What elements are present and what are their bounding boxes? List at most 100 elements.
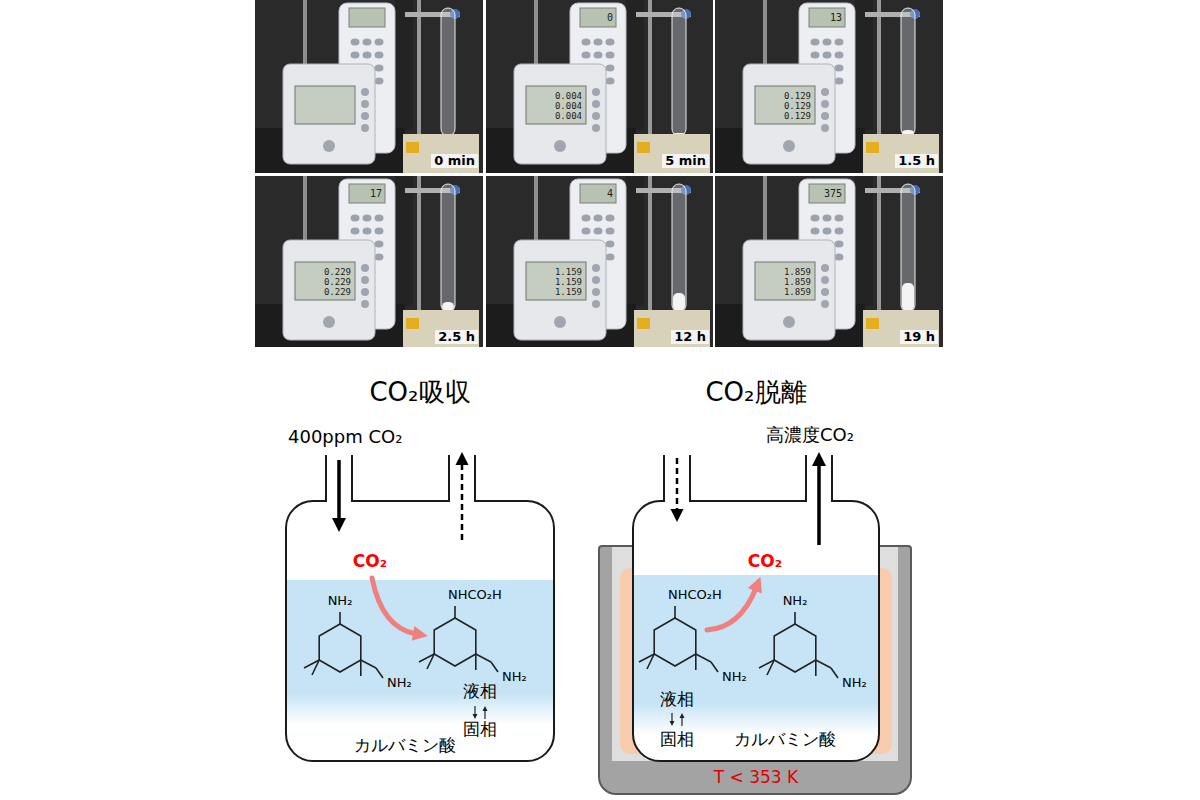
test-tube [901, 8, 915, 136]
meter-reading: 4 [607, 188, 613, 200]
bond-line [695, 654, 697, 670]
equilibrium-arrow [681, 717, 682, 726]
pipe-wall [351, 455, 353, 501]
equilibrium-arrowhead [483, 706, 488, 711]
reaction-arrow [372, 578, 416, 634]
meter-button [811, 52, 820, 59]
logger-button [821, 124, 829, 132]
bond-line [767, 660, 774, 675]
logger-button [361, 276, 369, 284]
meter-display [349, 8, 385, 27]
bond-line [831, 668, 838, 678]
cloth-fold [855, 0, 873, 130]
meter-button [835, 254, 844, 261]
meter-button [375, 78, 384, 85]
meter-button [594, 215, 603, 222]
ring-bond [654, 618, 696, 666]
logger-button [592, 300, 600, 308]
meter-reading: 17 [370, 188, 382, 200]
meter-button [606, 65, 615, 72]
clamp-rod [648, 176, 652, 316]
lcd-reading: 0.229 [324, 267, 351, 277]
ring-bond [319, 624, 361, 672]
clamp-rod [417, 0, 421, 140]
equilibrium-arrowhead [473, 714, 478, 719]
meter-button [351, 228, 360, 235]
cloth-fold [395, 176, 413, 306]
lcd-reading: 1.159 [555, 267, 582, 277]
lcd-reading: 1.859 [784, 277, 811, 287]
compound-label: カルバミン酸 [354, 736, 456, 756]
stir-plate [863, 310, 939, 347]
lcd-reading: 0.129 [784, 101, 811, 111]
gas-outlet-arrowhead [456, 452, 469, 465]
meter-button [363, 228, 372, 235]
stir-plate [403, 134, 479, 173]
meter-button [375, 215, 384, 222]
photo-background [715, 0, 943, 173]
gas-inlet-arrowhead [332, 518, 346, 532]
logger-button [592, 264, 600, 272]
bond-line [454, 606, 456, 618]
phase-label: 固相 [463, 720, 497, 740]
logger-button [361, 124, 369, 132]
clamp-rod [877, 0, 881, 140]
meter-button [363, 52, 372, 59]
equilibrium-arrow [484, 710, 485, 719]
logger-button [323, 140, 335, 152]
meter-button [823, 39, 832, 46]
photo-background [486, 0, 713, 173]
group-label: NH₂ [502, 670, 527, 685]
meter-button [594, 52, 603, 59]
meter-display [349, 184, 385, 203]
warning-sticker [406, 318, 419, 329]
pipe-wall [663, 455, 665, 501]
photo-panel [486, 0, 713, 173]
logger-button [592, 100, 600, 108]
meter-button [582, 39, 591, 46]
logger-button [361, 264, 369, 272]
bond-line [312, 660, 319, 675]
meter-button [835, 65, 844, 72]
warning-sticker [637, 318, 650, 329]
time-label: 2.5 h [435, 330, 478, 345]
meter-button [606, 52, 615, 59]
bond-line [475, 654, 477, 670]
meter-button [582, 52, 591, 59]
phase-label: 液相 [660, 690, 694, 710]
absorption-vessel: CO₂吸収液相 [285, 500, 555, 762]
meter-button [375, 241, 384, 248]
bond-line [491, 662, 498, 672]
vessel-pipes [270, 440, 570, 570]
logger-button [821, 112, 829, 120]
meter-reading: 375 [824, 188, 842, 200]
phase-label: 固相 [660, 730, 694, 750]
logger-button [821, 100, 829, 108]
warning-sticker [866, 142, 879, 153]
meter-button [351, 52, 360, 59]
meter-button [363, 39, 372, 46]
logger-button [361, 100, 369, 108]
gas-inlet-arrowhead [671, 509, 684, 522]
logger-button [554, 140, 566, 152]
photo-background [255, 0, 483, 173]
gas-label: 400ppm CO₂ [288, 427, 402, 448]
pipe-wall [325, 455, 327, 501]
pipe-wall [474, 455, 476, 501]
meter-reading: 13 [830, 12, 842, 24]
logger-lcd [755, 86, 815, 124]
cloth-fold [626, 0, 644, 130]
logger-button [361, 300, 369, 308]
bond-line [361, 660, 376, 668]
pipe-wall [689, 455, 691, 501]
stir-plate [634, 310, 710, 347]
meter-button [811, 39, 820, 46]
meter-button [582, 228, 591, 235]
logger-button [783, 140, 795, 152]
bond-line [815, 660, 817, 676]
meter-button [835, 215, 844, 222]
photo-background [715, 176, 943, 347]
logger-body [283, 240, 375, 340]
meter-button [606, 241, 615, 248]
logger-body [283, 64, 375, 164]
